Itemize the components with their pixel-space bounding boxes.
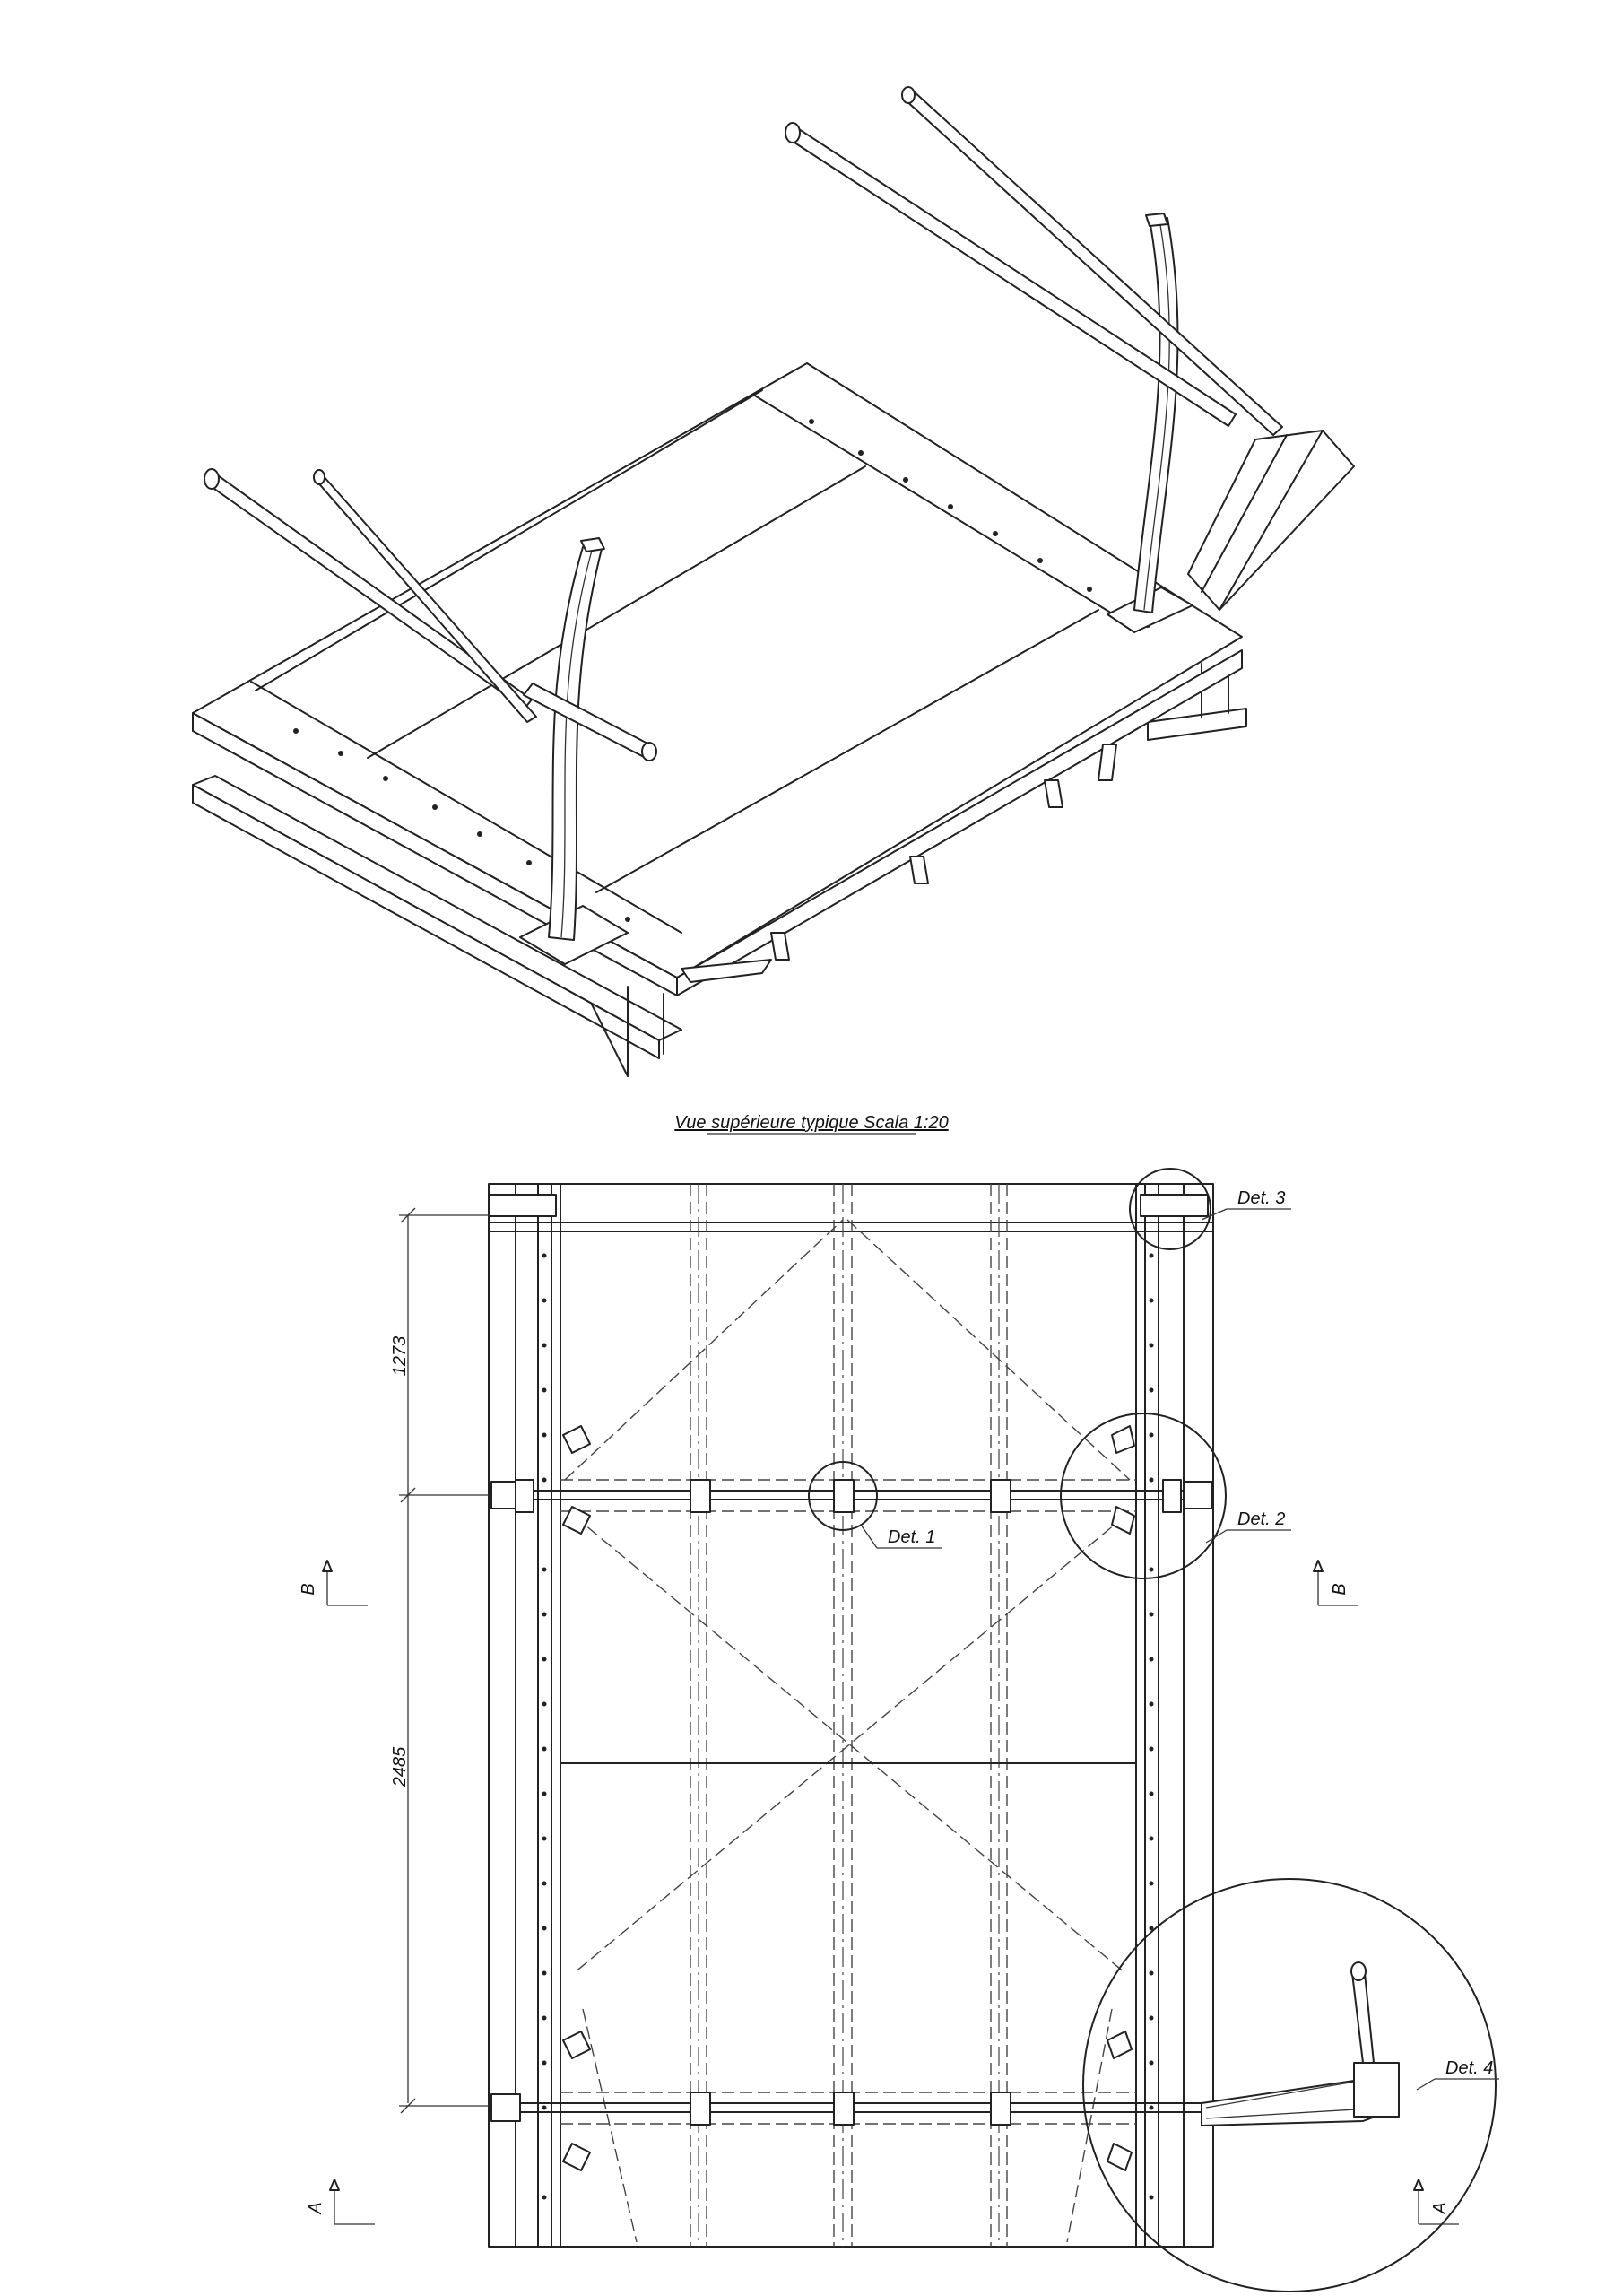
- deck-bolts: [293, 419, 1150, 922]
- detail-circle-4: [1082, 1878, 1497, 2292]
- view-title: Vue supérieure typique Scala 1:20: [674, 1113, 948, 1133]
- left-edge-beam: [515, 1183, 561, 2248]
- left-post: [204, 468, 657, 965]
- plan-view: [488, 1168, 1497, 2292]
- hidden-members: [564, 1184, 1131, 2247]
- section-a-right: A: [1430, 2202, 1450, 2214]
- dim-upper: 1273: [390, 1336, 410, 1377]
- section-b-right: B: [1330, 1583, 1350, 1595]
- connection-plates: [488, 1194, 1213, 2171]
- isometric-view: [192, 86, 1355, 1077]
- right-post: [785, 86, 1355, 633]
- left-beam: [192, 775, 682, 1077]
- deck-top: [192, 362, 1243, 978]
- right-edge-beam: [1135, 1183, 1185, 2248]
- section-b-left: B: [299, 1583, 318, 1595]
- det4-column-attachment: [1201, 1961, 1400, 2126]
- detail-circle-3: [1129, 1168, 1211, 1250]
- edge-bolts: [542, 1253, 1154, 2200]
- dimension-lines: [399, 1207, 489, 2114]
- det4-label: Det. 4: [1445, 2058, 1493, 2078]
- section-marks: [322, 1560, 1459, 2225]
- section-a-left: A: [306, 2202, 325, 2214]
- detail-circle-1: [808, 1461, 878, 1531]
- detail-circle-2: [1060, 1413, 1227, 1579]
- underside-stiffeners: [681, 744, 1117, 983]
- dim-lower: 2485: [390, 1746, 410, 1787]
- deck-right-edge: [676, 649, 1243, 996]
- det3-label: Det. 3: [1237, 1188, 1285, 1208]
- det2-label: Det. 2: [1237, 1509, 1285, 1529]
- cross-beams: [488, 1479, 1214, 2125]
- det1-label: Det. 1: [888, 1527, 935, 1547]
